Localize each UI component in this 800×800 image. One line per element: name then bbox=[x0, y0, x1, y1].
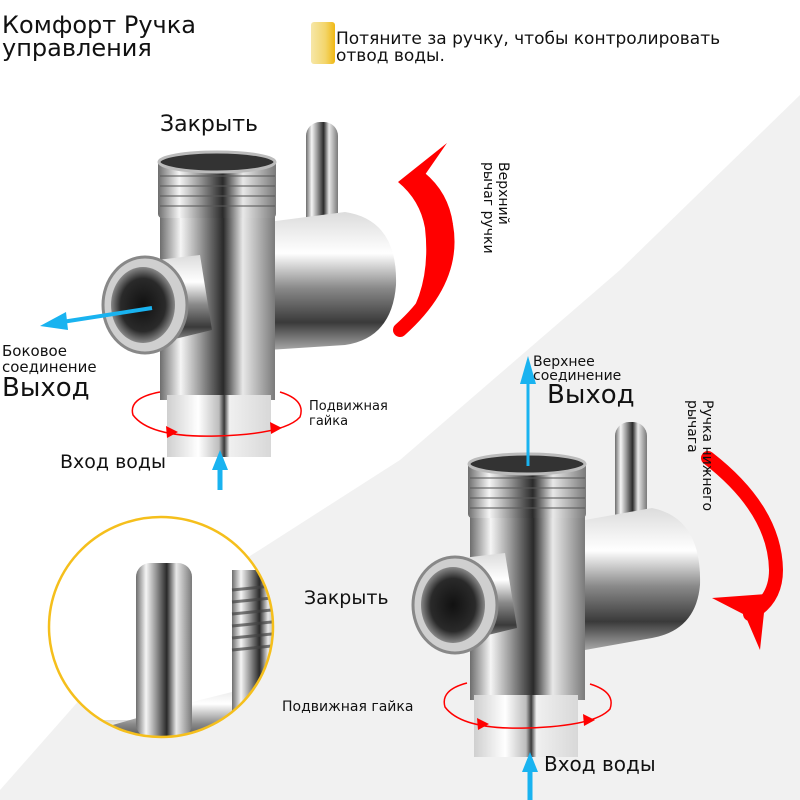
title-line-1: Комфорт Ручка bbox=[2, 11, 196, 39]
top-lever-label-line-2: рычаг ручки bbox=[480, 162, 496, 254]
top-right-cylinder bbox=[268, 212, 397, 350]
top-outlet-line-3: Выход bbox=[547, 380, 635, 410]
top-inlet-label: Вход воды bbox=[60, 451, 167, 473]
title-line-2: управления bbox=[2, 34, 152, 62]
side-outlet-line-2: соединение bbox=[2, 358, 97, 376]
top-outlet-flow-arrow bbox=[520, 356, 536, 466]
top-lever-handle bbox=[306, 122, 338, 232]
note-line-2: отвод воды. bbox=[336, 46, 445, 66]
bottom-nut-rotation-arrow bbox=[443, 682, 612, 730]
bottom-valve-body bbox=[411, 422, 701, 757]
top-nut-rotation-arrow bbox=[131, 391, 302, 438]
top-nut-label-line-1: Подвижная bbox=[309, 399, 388, 414]
top-outlet-line-1: Верхнее bbox=[533, 354, 595, 370]
yellow-note-icon bbox=[311, 22, 335, 64]
bottom-lever-label: Ручка нижнего рычага bbox=[684, 400, 715, 530]
bottom-lever-label-line-2: рычага bbox=[684, 400, 700, 453]
top-lever-label: Верхний рычаг ручки bbox=[480, 162, 511, 282]
side-outlet-line-3: Выход bbox=[2, 373, 90, 403]
top-outlet-line-2: соединение bbox=[533, 368, 622, 384]
bottom-inlet-flow-arrow bbox=[522, 752, 538, 800]
bottom-lever-curved-arrow bbox=[701, 451, 784, 621]
top-valve-body bbox=[101, 122, 397, 457]
bottom-lever-handle bbox=[615, 422, 647, 532]
side-outlet-label: Боковое соединение Выход bbox=[2, 343, 97, 401]
top-inlet-flow-arrow bbox=[212, 450, 228, 490]
closeup-callout-ring bbox=[47, 515, 275, 739]
top-nut-label: Подвижная гайка bbox=[309, 399, 388, 429]
side-outlet-line-1: Боковое bbox=[2, 342, 67, 360]
bottom-lever-label-line-1: Ручка нижнего bbox=[699, 400, 715, 512]
top-close-label: Закрыть bbox=[160, 112, 258, 137]
bottom-close-label: Закрыть bbox=[304, 587, 389, 609]
top-nut-label-line-2: гайка bbox=[309, 414, 349, 429]
note-line-1: Потяните за ручку, чтобы контролировать bbox=[336, 29, 721, 49]
closeup-thread bbox=[232, 570, 273, 720]
bottom-inlet-label: Вход воды bbox=[544, 752, 656, 776]
bottom-nut-label: Подвижная гайка bbox=[282, 699, 414, 715]
top-lever-label-line-1: Верхний bbox=[495, 162, 511, 225]
instruction-note: Потяните за ручку, чтобы контролировать … bbox=[336, 31, 720, 65]
page-title: Комфорт Ручка управления bbox=[2, 11, 196, 62]
top-curved-arrow-stroke bbox=[393, 171, 455, 337]
closeup-lever bbox=[136, 563, 192, 737]
top-outlet-label: Верхнее соединение Выход bbox=[533, 354, 635, 410]
side-outlet-flow-arrow bbox=[40, 306, 153, 330]
top-movable-nut bbox=[167, 395, 271, 457]
